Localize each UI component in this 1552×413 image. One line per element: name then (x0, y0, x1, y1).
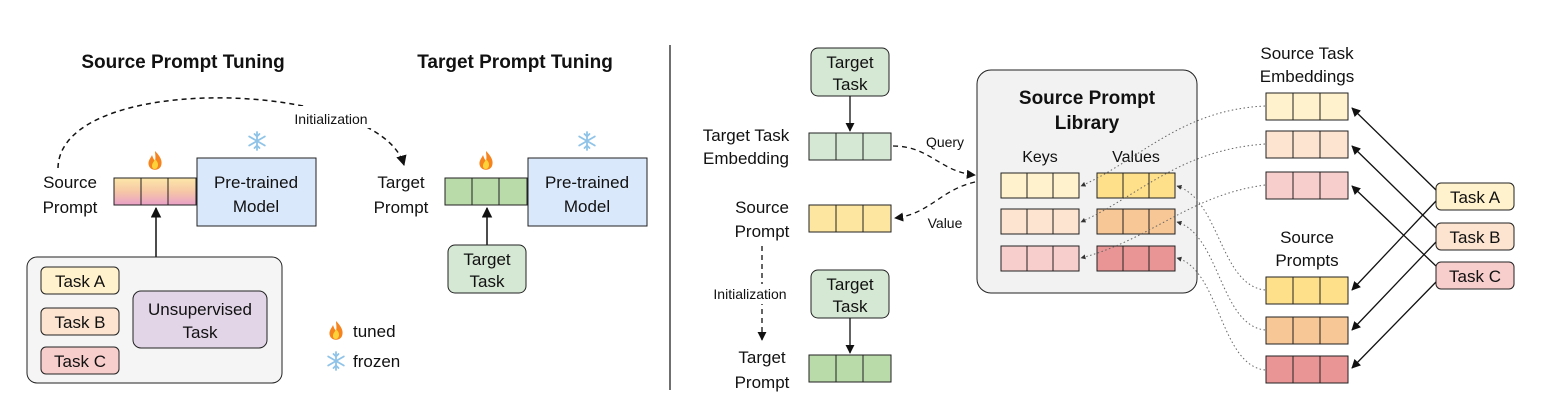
target-prompt-tuning-title: Target Prompt Tuning (417, 52, 613, 73)
task-c-label: Task C (54, 352, 106, 371)
task-b-label: Task B (1449, 228, 1500, 247)
source-prompt-label-line2: Prompt (43, 198, 98, 217)
pretrained-model-box (196, 157, 317, 227)
key-vector-b (1000, 208, 1080, 235)
source-prompt-library-box (976, 69, 1198, 294)
task-c-box (40, 346, 120, 375)
snowflake-icon (248, 131, 266, 151)
task-c-box (1435, 261, 1515, 290)
value-label: Value (928, 215, 963, 231)
target-task-label-line2: Task (470, 272, 505, 291)
value-vector-a (1096, 172, 1176, 199)
value-vector-b (1096, 208, 1176, 235)
target-task-embedding-label-line2: Embedding (703, 149, 789, 168)
value-arrow (894, 181, 976, 222)
source-task-embedding-c (1265, 171, 1349, 200)
task-a-label: Task A (55, 272, 106, 291)
snowflake-icon (578, 131, 596, 151)
task-b-box (40, 307, 120, 336)
task-b-label: Task B (54, 313, 105, 332)
initialization-label: Initialization (294, 111, 367, 127)
source-prompt-label: Source (735, 198, 789, 217)
query-label: Query (926, 134, 964, 150)
target-task-label: Target (826, 275, 874, 294)
fire-icon (148, 151, 162, 170)
keys-header: Keys (1022, 149, 1058, 166)
target-prompt-label: Target (738, 348, 786, 367)
fire-icon (329, 321, 343, 340)
source-prompt-b (1265, 316, 1349, 345)
initialization-arrow (57, 97, 407, 169)
legend-frozen-label: frozen (353, 352, 400, 371)
source-prompts-title: Source (1280, 228, 1334, 247)
task-a-box (40, 266, 120, 295)
source-task-embeddings-title-line2: Embeddings (1260, 67, 1355, 86)
pretrained-model-label-line2: Model (233, 197, 279, 216)
unsupervised-task-box (132, 290, 268, 349)
unsupervised-task-label: Unsupervised (148, 300, 252, 319)
target-task-box (447, 244, 527, 294)
task-a-label: Task A (1450, 188, 1501, 207)
task-b-box (1435, 222, 1515, 251)
retrieved-source-prompt-vector (808, 204, 892, 233)
unsupervised-task-label-line2: Task (183, 323, 218, 342)
pretrained-model-label: Pre-trained (545, 173, 629, 192)
source-task-embedding-b (1265, 130, 1349, 159)
target-task-label-line2: Task (833, 75, 868, 94)
values-header: Values (1112, 149, 1160, 166)
library-links (1080, 105, 1266, 371)
target-task-embedding-vector (808, 132, 892, 161)
target-prompt-vector (444, 177, 528, 206)
pretrained-model-label-line2: Model (564, 197, 610, 216)
key-vector-a (1000, 172, 1080, 199)
pretrained-model-box (527, 157, 648, 227)
task-arrows (1351, 107, 1437, 369)
task-c-label: Task C (1449, 267, 1501, 286)
target-prompt-vector (808, 354, 892, 383)
source-prompt-tuning-title: Source Prompt Tuning (81, 52, 284, 73)
target-task-label: Target (463, 250, 511, 269)
source-task-embeddings-title: Source Task (1260, 44, 1354, 63)
source-prompt-c (1265, 355, 1349, 384)
target-task-embedding-label: Target Task (703, 126, 790, 145)
pretrained-model-label: Pre-trained (214, 173, 298, 192)
target-task-label: Target (826, 53, 874, 72)
target-task-label-line2: Task (833, 297, 868, 316)
source-task-embedding-a (1265, 92, 1349, 121)
key-vector-c (1000, 245, 1080, 272)
target-prompt-label-line2: Prompt (735, 373, 790, 392)
source-prompt-label: Source (43, 173, 97, 192)
initialization-label: Initialization (713, 286, 786, 302)
library-title: Source Prompt (1019, 88, 1156, 109)
source-prompts-title-line2: Prompts (1275, 251, 1338, 270)
task-a-box (1435, 182, 1515, 211)
target-prompt-label-line2: Prompt (374, 198, 429, 217)
query-arrow (892, 145, 976, 179)
target-prompt-label: Target (377, 173, 425, 192)
snowflake-icon (327, 351, 345, 371)
legend-tuned-label: tuned (353, 322, 396, 341)
source-prompt-vector (113, 177, 197, 206)
value-vector-c (1096, 245, 1176, 272)
source-prompt-label-line2: Prompt (735, 222, 790, 241)
fire-icon (479, 151, 493, 170)
source-prompt-a (1265, 276, 1349, 305)
library-title-line2: Library (1055, 113, 1120, 134)
